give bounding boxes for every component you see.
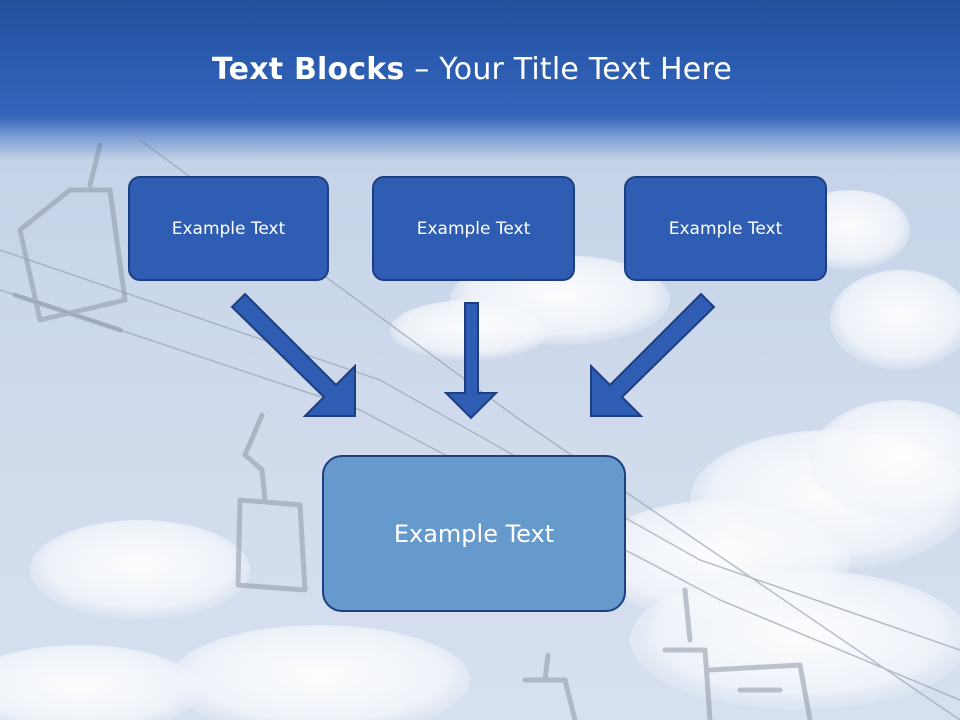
text-block-2-label: Example Text bbox=[416, 218, 531, 239]
slide-title[interactable]: Text Blocks – Your Title Text Here bbox=[0, 52, 944, 87]
text-block-3[interactable]: Example Text bbox=[624, 176, 827, 281]
main-text-block[interactable]: Example Text bbox=[322, 455, 626, 612]
title-rest-text: Your Title Text Here bbox=[439, 52, 732, 87]
main-text-block-label: Example Text bbox=[393, 519, 555, 548]
text-block-1[interactable]: Example Text bbox=[128, 176, 329, 281]
text-block-1-label: Example Text bbox=[171, 218, 286, 239]
title-separator: – bbox=[414, 52, 430, 87]
text-block-2[interactable]: Example Text bbox=[372, 176, 575, 281]
text-block-3-label: Example Text bbox=[668, 218, 783, 239]
lift-chairs bbox=[12, 142, 813, 720]
title-bar bbox=[0, 0, 960, 160]
title-bold-text: Text Blocks bbox=[212, 52, 405, 87]
